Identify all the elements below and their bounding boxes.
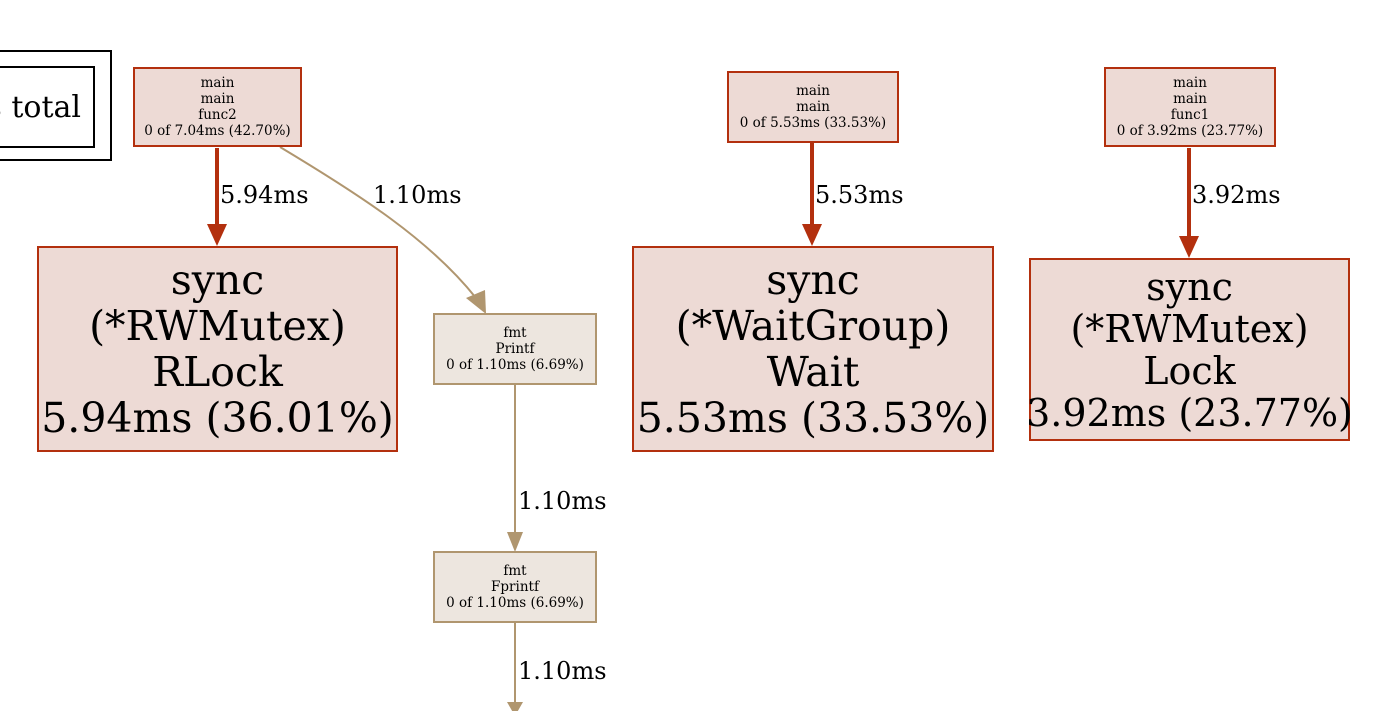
node-wait-line-4: 5.53ms (33.53%)	[636, 394, 990, 442]
node-main-wait-line-1: main	[796, 83, 830, 99]
edge-fprintf-out[interactable]	[507, 623, 523, 711]
node-main-func1[interactable]: main main func1 0 of 3.92ms (23.77%)	[1104, 67, 1276, 147]
node-func1-line-4: 0 of 3.92ms (23.77%)	[1116, 123, 1264, 139]
node-main-wait-line-3: 0 of 5.53ms (33.53%)	[739, 115, 887, 131]
node-rlock-line-1: sync	[170, 256, 265, 304]
node-func1-line-3: func1	[1170, 107, 1210, 123]
node-lock-line-3: Lock	[1143, 348, 1236, 393]
node-sync-waitgroup-wait[interactable]: sync (*WaitGroup) Wait 5.53ms (33.53%)	[632, 246, 994, 452]
node-func2-line-2: main	[200, 91, 235, 107]
node-func2-line-3: func2	[198, 107, 237, 123]
node-rlock-line-3: RLock	[152, 348, 283, 396]
node-lock-line-4: 3.92ms (23.77%)	[1026, 390, 1353, 435]
edge-label-func2-printf: 1.10ms	[373, 181, 462, 209]
edge-label-func1-lock: 3.92ms	[1192, 181, 1281, 209]
legend-total: ns total	[0, 66, 95, 148]
legend-total-text: ns total	[0, 89, 81, 125]
edge-main-wait[interactable]	[802, 143, 822, 246]
node-main-wait-line-2: main	[796, 99, 830, 115]
node-fprintf-line-2: Fprintf	[491, 579, 539, 595]
node-lock-line-1: sync	[1146, 264, 1233, 309]
node-func1-line-1: main	[1173, 75, 1207, 91]
edge-func1-lock[interactable]	[1179, 148, 1199, 258]
node-fmt-fprintf[interactable]: fmt Fprintf 0 of 1.10ms (6.69%)	[433, 551, 597, 623]
node-func2-line-1: main	[200, 75, 235, 91]
node-fmt-printf[interactable]: fmt Printf 0 of 1.10ms (6.69%)	[433, 313, 597, 385]
node-lock-line-2: (*RWMutex)	[1070, 306, 1309, 351]
node-printf-line-1: fmt	[503, 325, 527, 341]
node-main-main[interactable]: main main 0 of 5.53ms (33.53%)	[727, 71, 899, 143]
node-wait-line-1: sync	[766, 256, 860, 304]
node-wait-line-2: (*WaitGroup)	[675, 302, 951, 350]
node-main-func2[interactable]: main main func2 0 of 7.04ms (42.70%)	[133, 67, 302, 147]
edge-func2-printf[interactable]	[279, 146, 486, 314]
node-func1-line-2: main	[1173, 91, 1207, 107]
node-printf-line-3: 0 of 1.10ms (6.69%)	[446, 357, 584, 373]
edge-label-fprintf-out: 1.10ms	[518, 657, 607, 685]
node-sync-rwmutex-rlock[interactable]: sync (*RWMutex) RLock 5.94ms (36.01%)	[37, 246, 398, 452]
node-fprintf-line-1: fmt	[503, 563, 527, 579]
node-func2-line-4: 0 of 7.04ms (42.70%)	[144, 123, 291, 139]
edge-printf-fprintf[interactable]	[507, 385, 523, 552]
node-printf-line-2: Printf	[495, 341, 535, 357]
edge-func2-rlock[interactable]	[207, 148, 227, 246]
edge-label-main-wait: 5.53ms	[815, 181, 904, 209]
node-rlock-line-4: 5.94ms (36.01%)	[41, 394, 394, 442]
node-wait-line-3: Wait	[766, 348, 860, 396]
node-sync-rwmutex-lock[interactable]: sync (*RWMutex) Lock 3.92ms (23.77%)	[1026, 258, 1353, 441]
edge-label-printf-fprintf: 1.10ms	[518, 487, 607, 515]
node-fprintf-line-3: 0 of 1.10ms (6.69%)	[446, 595, 584, 611]
edge-label-func2-rlock: 5.94ms	[220, 181, 309, 209]
node-rlock-line-2: (*RWMutex)	[89, 302, 346, 350]
